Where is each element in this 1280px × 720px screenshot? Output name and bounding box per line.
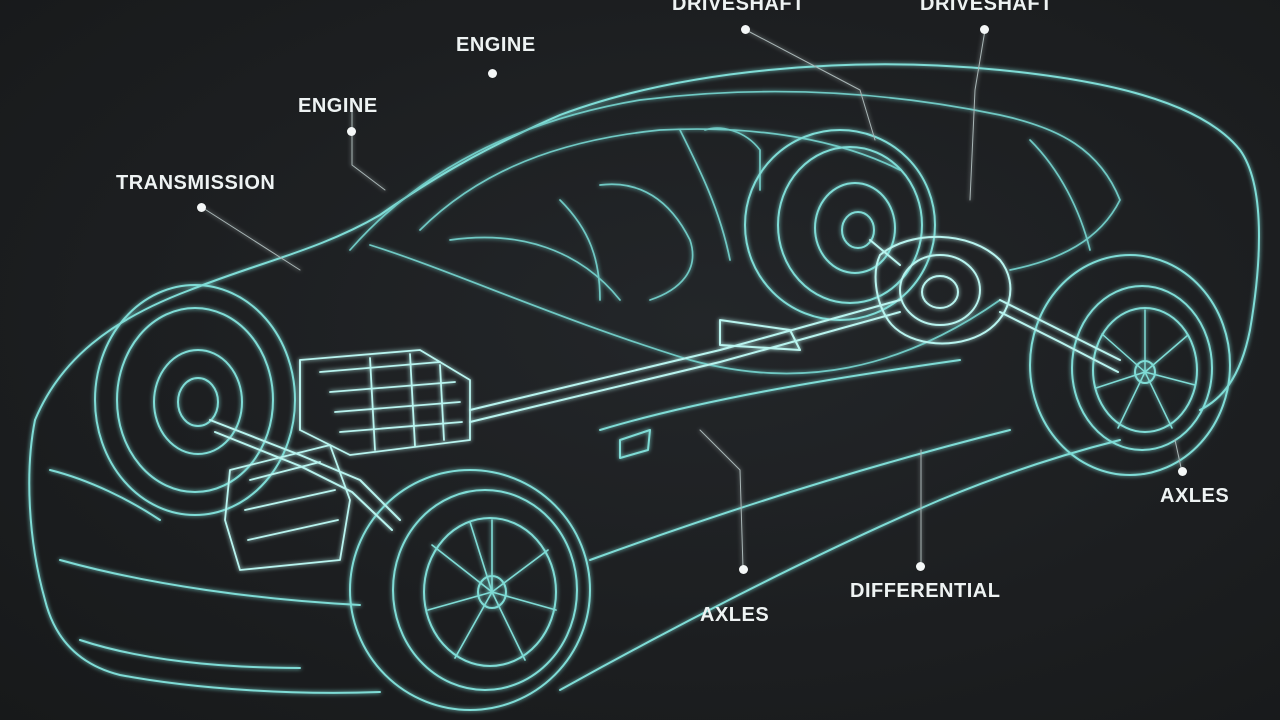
- front-axle: [209, 419, 401, 531]
- engine-block: [299, 349, 471, 456]
- label-driveshaft-top-right: DRIVESHAFT: [920, 0, 1053, 15]
- label-driveshaft-top-left: DRIVESHAFT: [672, 0, 805, 15]
- cabin-outline: [349, 90, 1121, 375]
- label-axles-bottom: AXLES: [700, 604, 770, 626]
- callout-dot-engine-1: [488, 69, 497, 78]
- callout-dot-differential: [916, 562, 925, 571]
- rear-right-wheel: [1029, 254, 1231, 476]
- callout-dot-axles-2: [739, 565, 748, 574]
- callout-dot-engine-2: [347, 127, 356, 136]
- callout-dot-driveshaft-1: [741, 25, 750, 34]
- front-right-wheel: [349, 469, 591, 711]
- driveshaft: [469, 299, 901, 423]
- car-body-outline: [28, 63, 1260, 694]
- label-engine-lower: ENGINE: [298, 95, 378, 117]
- label-axles-right: AXLES: [1160, 485, 1230, 507]
- rear-axle: [869, 239, 1121, 373]
- callout-dot-axles-1: [1178, 467, 1187, 476]
- front-left-wheel: [94, 284, 296, 516]
- label-differential: DIFFERENTIAL: [850, 580, 1001, 602]
- differential-housing: [874, 235, 1012, 345]
- callout-dot-driveshaft-2: [980, 25, 989, 34]
- transmission-housing: [224, 444, 351, 571]
- label-engine-upper: ENGINE: [456, 34, 536, 56]
- callout-dot-transmission: [197, 203, 206, 212]
- rear-left-wheel: [744, 129, 936, 321]
- label-transmission: TRANSMISSION: [116, 172, 276, 194]
